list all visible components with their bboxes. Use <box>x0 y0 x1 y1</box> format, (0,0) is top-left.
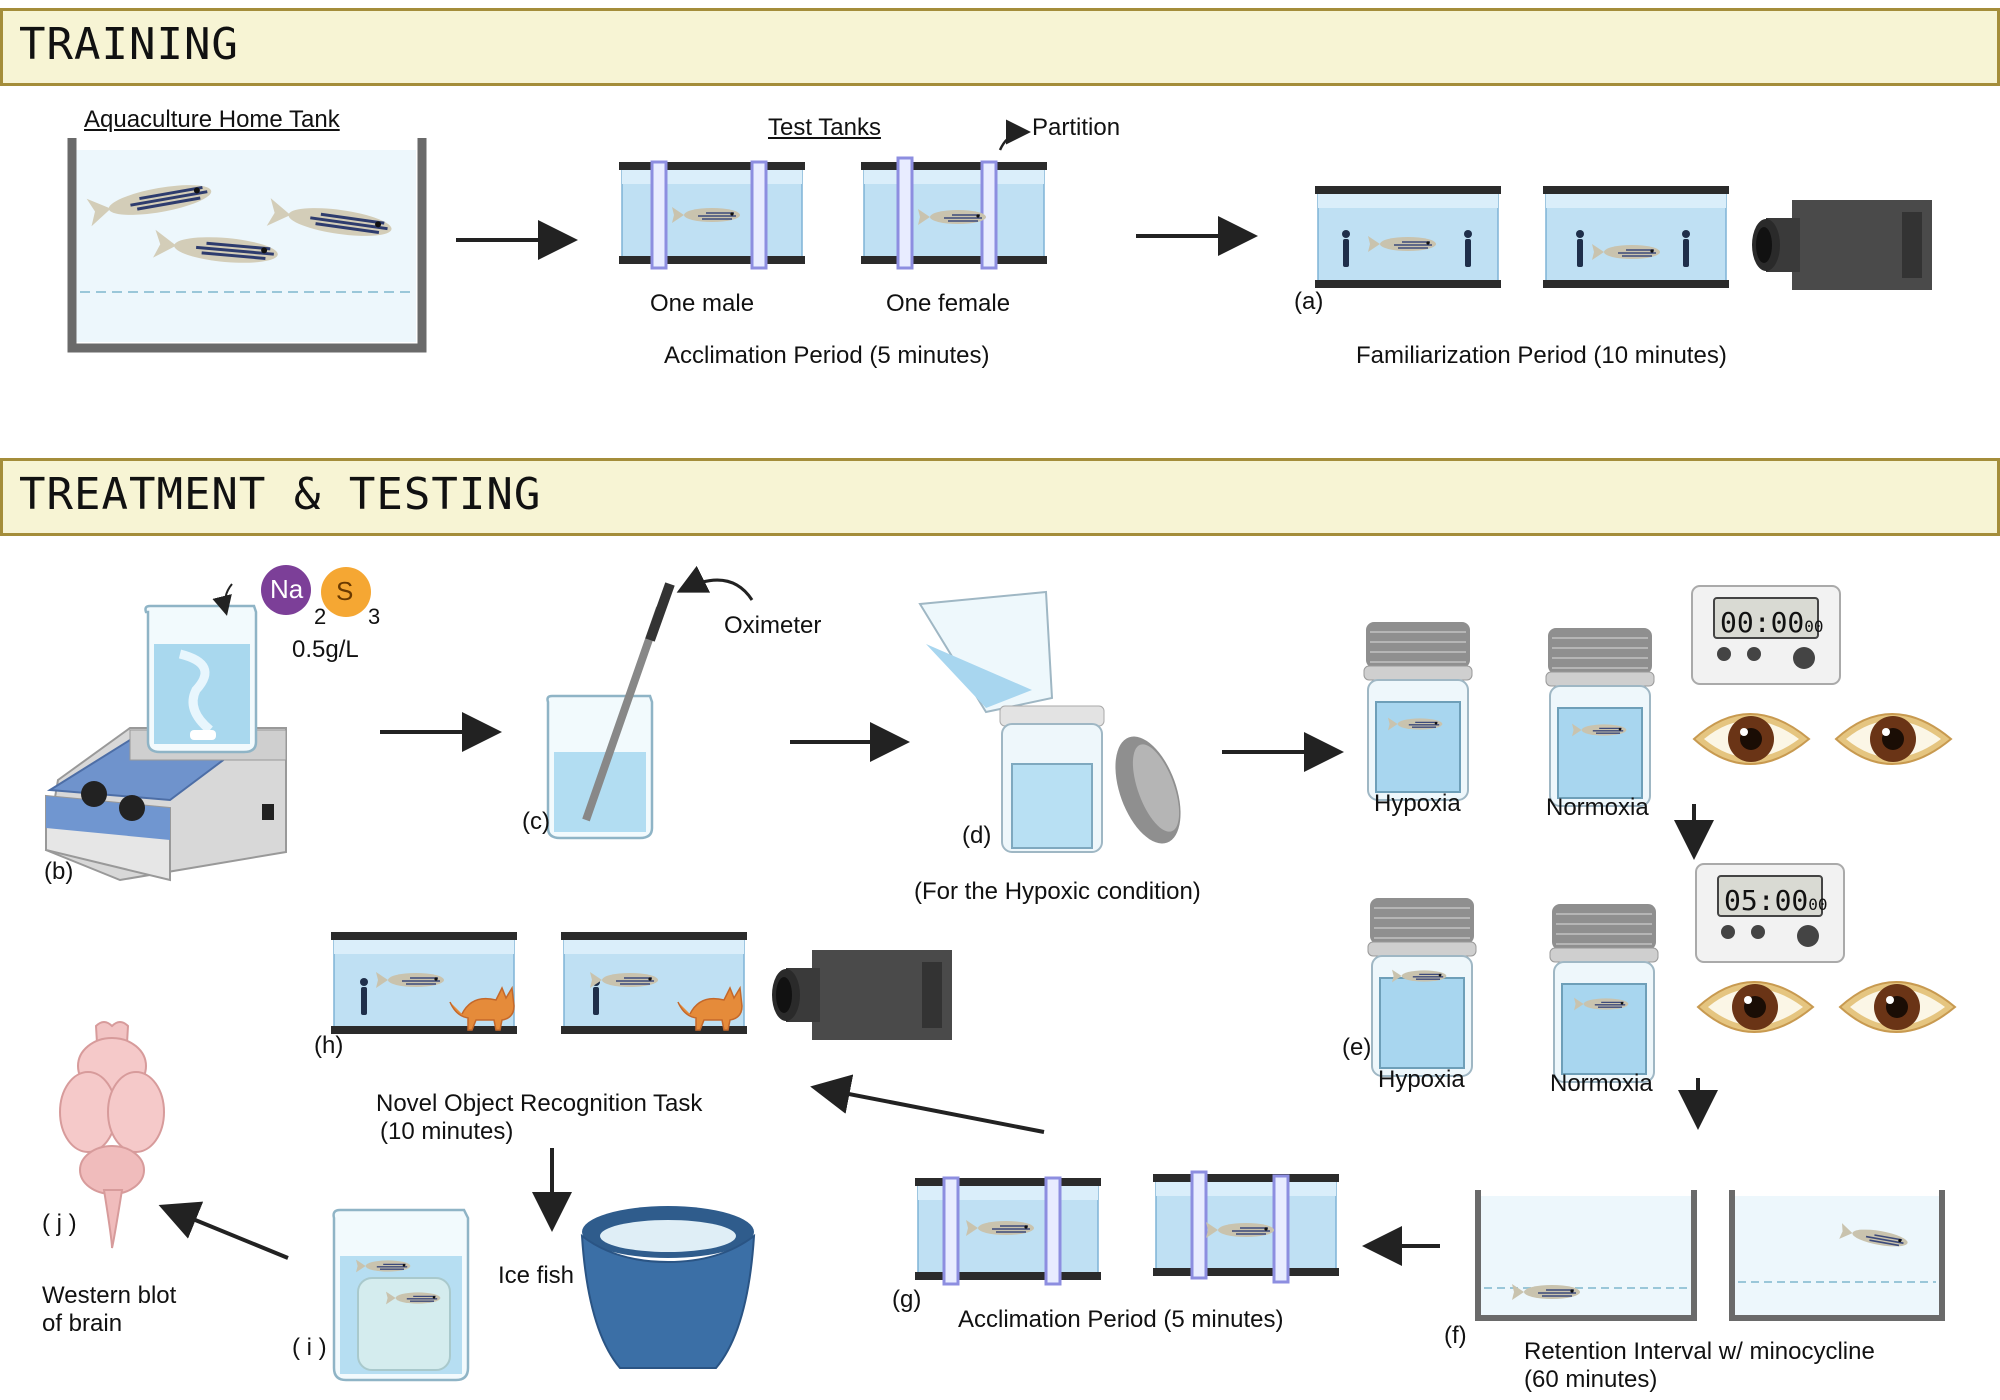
retention-label-1: Retention Interval w/ minocycline <box>1524 1338 1875 1365</box>
hypoxia-jar-2 <box>1367 897 1477 1077</box>
oximeter-arrow <box>676 565 754 601</box>
tag-i: ( i ) <box>292 1334 327 1361</box>
timer-1-small: 00 <box>1804 617 1824 636</box>
acclimation-tank-2 <box>1152 1170 1340 1284</box>
sub-2: 2 <box>314 604 327 629</box>
training-banner: TRAINING <box>0 8 2000 86</box>
eye-icon-left-2 <box>1697 981 1814 1033</box>
test-tank-female <box>860 156 1048 270</box>
s-symbol: S <box>336 576 354 606</box>
tag-b: (b) <box>44 858 74 885</box>
oximeter-label: Oximeter <box>724 612 822 639</box>
na-symbol: Na <box>270 574 304 604</box>
home-tank <box>67 138 427 353</box>
home-tank-label: Aquaculture Home Tank <box>84 106 340 133</box>
nor-task-label-1: Novel Object Recognition Task <box>376 1090 703 1117</box>
hypoxia-label-2: Hypoxia <box>1378 1066 1465 1093</box>
tag-d: (d) <box>962 822 992 849</box>
normoxia-label-1: Normoxia <box>1546 794 1649 821</box>
sulfur-atom <box>321 567 371 617</box>
brain-icon <box>59 1021 165 1249</box>
hypoxic-condition-label: (For the Hypoxic condition) <box>914 878 1201 905</box>
nor-tank-1 <box>330 931 518 1035</box>
normoxia-jar-2 <box>1549 903 1659 1083</box>
eye-icon-right-2 <box>1839 981 1956 1033</box>
camera-icon <box>1752 200 1932 290</box>
camera-icon-2 <box>772 950 952 1040</box>
magnetic-stirrer <box>44 583 287 882</box>
arrow-i-j <box>158 1201 289 1260</box>
partition-arrow <box>998 119 1031 151</box>
tag-e: (e) <box>1342 1034 1372 1061</box>
timer-2-main: 05:00 <box>1724 884 1809 917</box>
timer-display-2: 05:0000 <box>1724 884 1828 917</box>
one-male-label: One male <box>650 290 755 317</box>
timer-1-main: 00:00 <box>1720 606 1805 639</box>
retention-tank-1 <box>1475 1190 1697 1321</box>
normoxia-label-2: Normoxia <box>1550 1070 1653 1097</box>
tag-j: ( j ) <box>42 1210 77 1237</box>
familiarization-tank-2 <box>1542 185 1730 289</box>
test-tank-male <box>618 160 806 270</box>
acclimation-label: Acclimation Period (5 minutes) <box>664 342 990 369</box>
arrow-g-h <box>810 1074 1045 1134</box>
nor-task-label-2: (10 minutes) <box>380 1118 514 1145</box>
treatment-banner: TREATMENT & TESTING <box>0 458 2000 536</box>
sodium-atom <box>261 565 311 615</box>
familiarization-label: Familiarization Period (10 minutes) <box>1356 342 1727 369</box>
western-label-1: Western blot <box>42 1282 177 1309</box>
ice-beaker <box>332 1208 470 1382</box>
normoxia-jar-1 <box>1545 627 1655 807</box>
western-label-2: of brain <box>42 1310 123 1337</box>
acclimation-tank-1 <box>914 1176 1102 1286</box>
eye-icon-left-1 <box>1693 713 1810 765</box>
eye-icon-right-1 <box>1835 713 1952 765</box>
concentration-label: 0.5g/L <box>292 636 359 663</box>
test-tanks-label: Test Tanks <box>768 114 881 141</box>
hypoxia-jar-1 <box>1363 621 1473 801</box>
treatment-title: TREATMENT & TESTING <box>19 469 542 520</box>
tag-h: (h) <box>314 1032 344 1059</box>
one-female-label: One female <box>886 290 1011 317</box>
pouring-jar <box>918 590 1181 853</box>
familiarization-tank-1 <box>1314 185 1502 289</box>
ice-fish-label: Ice fish <box>498 1262 575 1289</box>
hypoxia-label-1: Hypoxia <box>1374 790 1461 817</box>
retention-tank-2 <box>1729 1190 1945 1321</box>
tag-a: (a) <box>1294 288 1324 315</box>
tag-g: (g) <box>892 1286 922 1313</box>
timer-display-1: 00:0000 <box>1720 606 1824 639</box>
timer-2-small: 00 <box>1808 895 1828 914</box>
nor-tank-2 <box>560 931 748 1035</box>
retention-label-2: (60 minutes) <box>1524 1366 1658 1393</box>
oximeter-beaker <box>546 582 675 840</box>
sub-3: 3 <box>368 604 381 629</box>
tag-f: (f) <box>1444 1322 1467 1349</box>
tag-c: (c) <box>522 808 550 835</box>
ice-pot <box>580 1206 756 1369</box>
acclimation-label-2: Acclimation Period (5 minutes) <box>958 1306 1284 1333</box>
training-title: TRAINING <box>19 19 239 70</box>
partition-label: Partition <box>1032 114 1121 141</box>
